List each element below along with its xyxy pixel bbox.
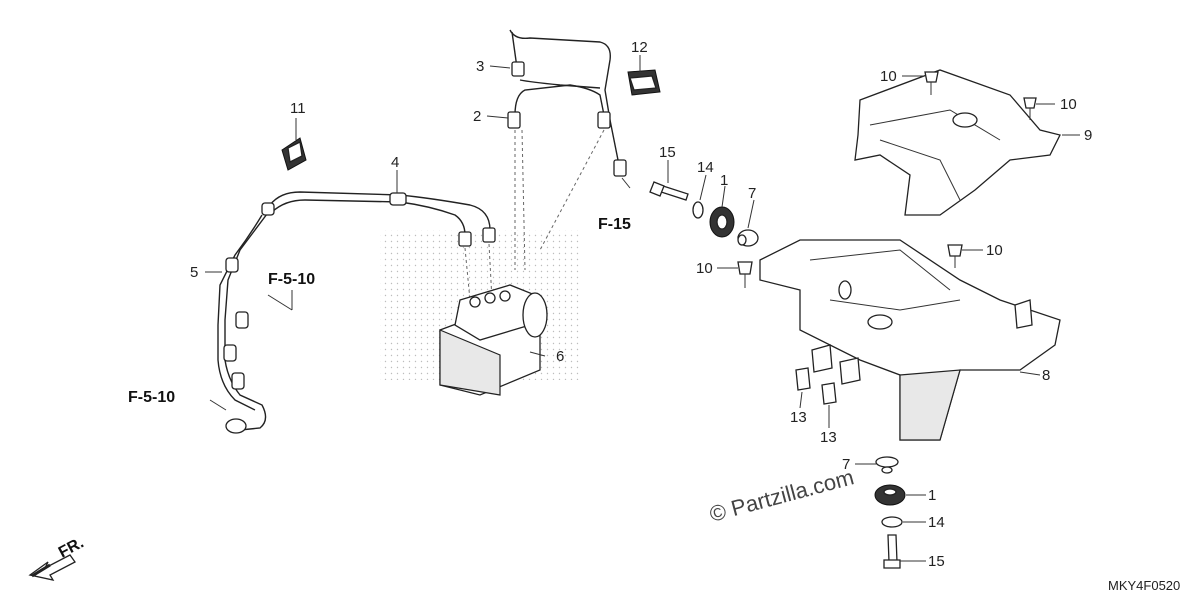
cover-part-9[interactable] xyxy=(854,69,1061,216)
brake-pipe-5[interactable] xyxy=(217,202,275,434)
collar-7-lower[interactable] xyxy=(875,456,899,474)
rubber-mount-1-upper[interactable] xyxy=(709,206,735,238)
callout-9: 9 xyxy=(1084,127,1092,144)
diagram-code: MKY4F0520 xyxy=(1108,578,1180,593)
fastener-10-a[interactable] xyxy=(924,71,939,95)
callout-8: 8 xyxy=(1042,367,1050,384)
callout-2: 2 xyxy=(473,108,481,125)
brake-pipe-upper[interactable] xyxy=(507,29,627,177)
part-11-clip[interactable] xyxy=(281,137,307,171)
clip-13-left[interactable] xyxy=(795,367,811,391)
washer-14-upper[interactable] xyxy=(692,201,704,219)
front-direction-arrow xyxy=(28,554,76,581)
callout-10-a: 10 xyxy=(880,68,897,85)
rubber-mount-1-lower[interactable] xyxy=(874,484,906,506)
abs-modulator-unit[interactable] xyxy=(439,284,548,396)
front-label: FR. xyxy=(56,534,87,561)
brake-pipe-4[interactable] xyxy=(269,191,496,247)
callout-13-left: 13 xyxy=(790,409,807,426)
callout-5: 5 xyxy=(190,264,198,281)
washer-14-lower[interactable] xyxy=(881,516,903,528)
battery-tray-part-8[interactable] xyxy=(759,239,1061,441)
callout-14-upper: 14 xyxy=(697,159,714,176)
callout-10-c: 10 xyxy=(986,242,1003,259)
callout-1-lower: 1 xyxy=(928,487,936,504)
callout-14-lower: 14 xyxy=(928,514,945,531)
fastener-10-d[interactable] xyxy=(737,261,753,288)
callout-12: 12 xyxy=(631,39,648,56)
fastener-10-b[interactable] xyxy=(1023,97,1037,120)
callout-10-d: 10 xyxy=(696,260,713,277)
callout-11: 11 xyxy=(290,100,306,117)
callout-13-right: 13 xyxy=(820,429,837,446)
callout-7-lower: 7 xyxy=(842,456,850,473)
part-12-bracket[interactable] xyxy=(627,69,661,96)
ref-f-5-10-lower[interactable]: F-5-10 xyxy=(128,389,175,406)
callout-1-upper: 1 xyxy=(720,172,728,189)
clip-13-right[interactable] xyxy=(821,382,837,405)
ref-f-15[interactable]: F-15 xyxy=(598,216,631,233)
callout-15-upper: 15 xyxy=(659,144,676,161)
bolt-15-upper[interactable] xyxy=(649,181,689,201)
fastener-10-c[interactable] xyxy=(947,244,963,268)
callout-3: 3 xyxy=(476,58,484,75)
callout-10-b: 10 xyxy=(1060,96,1077,113)
callout-4: 4 xyxy=(391,154,399,171)
watermark-text: © Partzilla.com xyxy=(707,464,857,527)
bolt-15-lower[interactable] xyxy=(883,534,901,569)
callout-7-upper: 7 xyxy=(748,185,756,202)
callout-6: 6 xyxy=(556,348,564,365)
leader-lines xyxy=(205,55,1080,562)
ref-f-5-10-upper[interactable]: F-5-10 xyxy=(268,271,315,288)
callout-15-lower: 15 xyxy=(928,553,945,570)
collar-7-upper[interactable] xyxy=(737,229,759,247)
clip-bracket-upper[interactable] xyxy=(811,344,861,385)
